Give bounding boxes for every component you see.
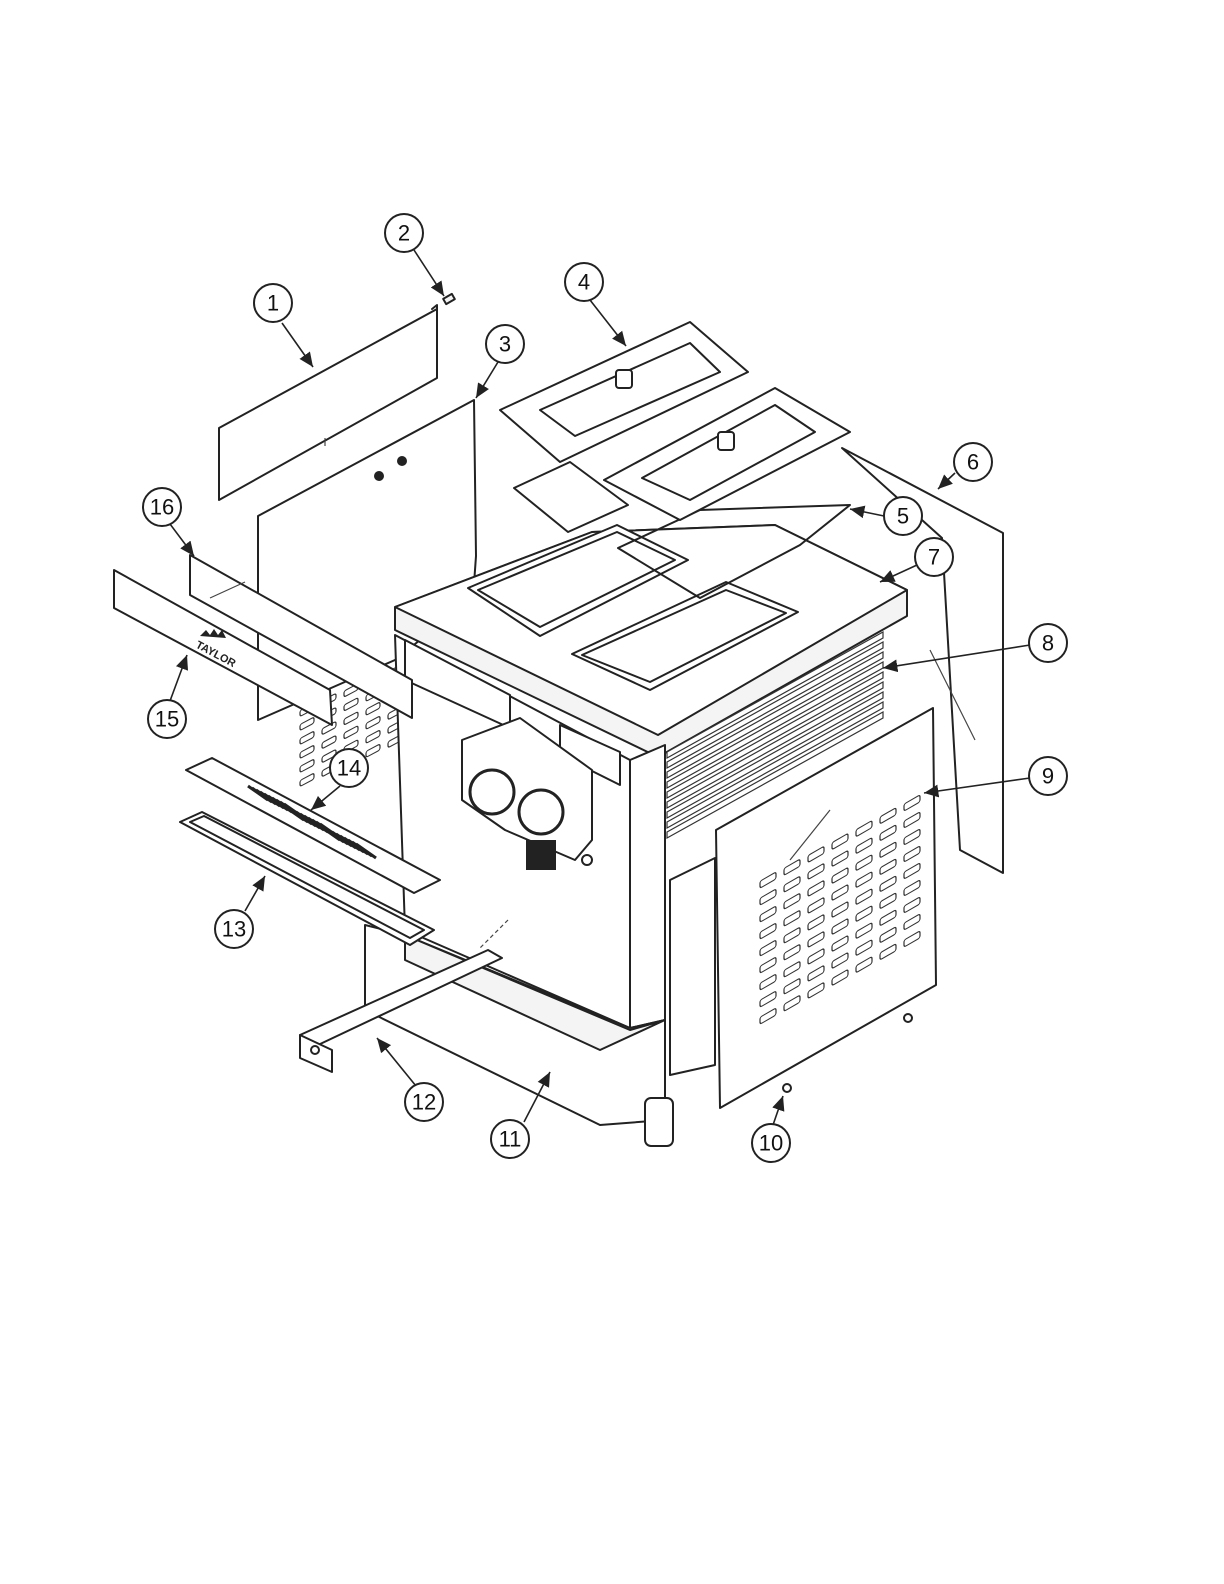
screw bbox=[443, 294, 455, 304]
svg-text:15: 15 bbox=[155, 707, 179, 732]
callout-4: 4 bbox=[565, 263, 603, 301]
callout-14: 14 bbox=[330, 749, 368, 787]
svg-text:13: 13 bbox=[222, 917, 246, 942]
callout-6: 6 bbox=[954, 443, 992, 481]
callout-15: 15 bbox=[148, 700, 186, 738]
svg-text:16: 16 bbox=[150, 495, 174, 520]
svg-text:12: 12 bbox=[412, 1090, 436, 1115]
callout-16: 16 bbox=[143, 488, 181, 526]
svg-text:9: 9 bbox=[1042, 764, 1054, 789]
svg-text:7: 7 bbox=[928, 545, 940, 570]
callout-2: 2 bbox=[385, 214, 423, 252]
callout-9: 9 bbox=[1029, 757, 1067, 795]
callout-5: 5 bbox=[884, 497, 922, 535]
svg-text:8: 8 bbox=[1042, 631, 1054, 656]
svg-text:3: 3 bbox=[499, 332, 511, 357]
callout-13: 13 bbox=[215, 910, 253, 948]
svg-text:10: 10 bbox=[759, 1131, 783, 1156]
svg-text:11: 11 bbox=[499, 1127, 522, 1152]
svg-text:4: 4 bbox=[578, 270, 590, 295]
callout-1: 1 bbox=[254, 284, 292, 322]
callout-7: 7 bbox=[915, 538, 953, 576]
svg-text:2: 2 bbox=[398, 221, 410, 246]
callout-8: 8 bbox=[1029, 624, 1067, 662]
callout-10: 10 bbox=[752, 1124, 790, 1162]
callout-3: 3 bbox=[486, 325, 524, 363]
callout-11: 11 bbox=[491, 1120, 529, 1158]
svg-text:1: 1 bbox=[267, 291, 279, 316]
svg-text:6: 6 bbox=[967, 450, 979, 475]
svg-text:5: 5 bbox=[897, 504, 909, 529]
svg-text:14: 14 bbox=[337, 756, 361, 781]
callout-12: 12 bbox=[405, 1083, 443, 1121]
hopper-covers bbox=[500, 322, 850, 520]
